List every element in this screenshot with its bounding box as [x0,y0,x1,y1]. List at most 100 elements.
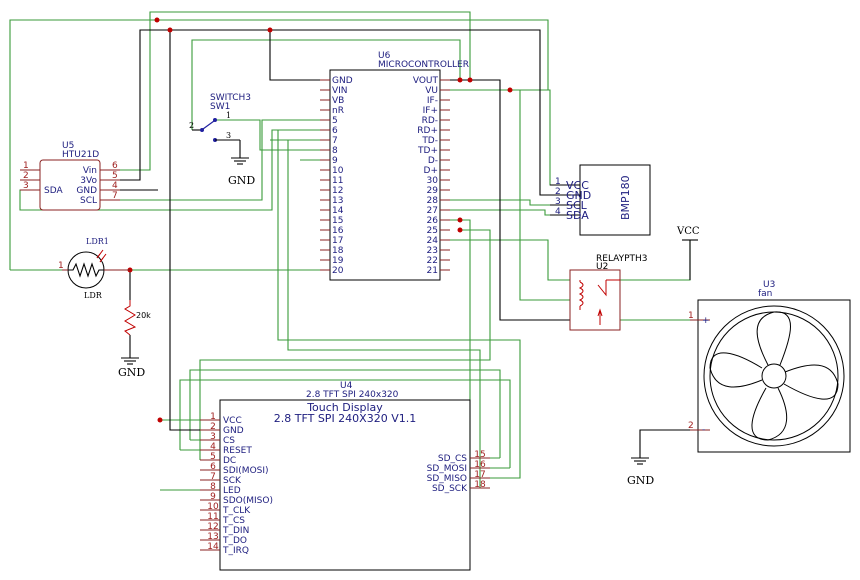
bmp-pin-scl: SCL [566,199,588,212]
u4-pin-sd-sck: SD_SCK [432,484,468,494]
u5-pin-vin: Vin [83,166,97,176]
fan-pin2-sign: - [702,425,705,435]
u4-pin-num-18: 18 [474,480,486,490]
u6-ref: U6 [378,51,391,61]
u5-pin-gnd: GND [76,186,97,196]
u6-name: MICROCONTROLLER [378,60,469,70]
u6-pin-26: 26 [427,216,439,226]
u4-pin-num-11: 11 [207,512,218,522]
u4-pin-sd-miso: SD_MISO [427,474,467,484]
u6-pin-11: 11 [332,176,343,186]
u5-name: HTU21D [62,150,99,160]
fan-pin2: 2 [688,421,694,431]
u6-pin-17: 17 [332,236,343,246]
u4-pin-num-4: 4 [210,442,216,452]
u4-name: 2.8 TFT SPI 240x320 [306,390,399,400]
ground-symbol [121,357,139,365]
ground-symbol [631,457,649,465]
u5-pin2-num: 2 [23,171,29,181]
u4-pin-vcc: VCC [223,416,242,426]
u4-pin-t-cs: T_CS [222,516,245,526]
sw1-name: SW1 [210,102,230,112]
u6-pin-13: 13 [332,196,343,206]
u6-pin-30: 30 [427,176,439,186]
u6-pin-27: 27 [427,206,438,216]
u6-pin-ifx: IF- [427,96,438,106]
u5-pin-num-5: 5 [112,171,118,181]
u6-pin-vb: VB [332,96,344,106]
sw1-pin2: 2 [189,121,194,130]
bmp-name: BMP180 [619,175,632,220]
u4-pin-num-8: 8 [210,482,216,492]
u4-pin-sd-mosi: SD_MOSI [427,464,467,474]
u6-pin-vu: VU [425,86,438,96]
u6-pin-12: 12 [332,186,343,196]
u6-pin-dx: D+ [424,166,438,176]
relay-ref: U2 [596,262,608,272]
sw1-pin3: 3 [226,131,231,140]
u6-pin-29: 29 [427,186,439,196]
bmp-pin-num-2: 2 [555,187,561,197]
sw1-gnd-label: GND [228,174,255,187]
u4-pin-sck: SCK [223,476,242,486]
u6-pin-vout: VOUT [413,76,439,86]
u4-pin-num-15: 15 [474,450,485,460]
u4-pin-num-9: 9 [210,492,216,502]
u6-pin-28: 28 [427,196,439,206]
u4-pin-dc: DC [223,456,236,466]
u4-pin-num-17: 17 [474,470,485,480]
ldr-sensor: LDR1 1 LDR [58,237,130,300]
ldr-ref: LDR1 [86,237,109,246]
u4-touch-display: U4 2.8 TFT SPI 240x320 Touch Display 2.8… [200,381,490,571]
u4-pin-led: LED [223,486,241,496]
u6-pin-tdx: TD+ [417,146,438,156]
u6-pin-23: 23 [427,246,438,256]
u6-pin-16: 16 [332,226,344,236]
ldr-pin: 1 [58,261,64,271]
bmp-pin-num-3: 3 [555,197,561,207]
u6-pin-vin: VIN [332,86,348,96]
u6-pin-dx: D- [428,156,438,166]
sw1-switch: SWITCH3 SW1 2 1 3 GND [189,93,255,187]
u6-pin-rdx: RD+ [417,126,438,136]
u6-pin-19: 19 [332,256,344,266]
sw1-pin1: 1 [226,111,231,120]
resistor-20k: 20k GND [118,300,151,379]
u6-pin-gnd: GND [332,76,353,86]
u6-pin-21: 21 [427,266,438,276]
u6-pin-7: 7 [332,136,338,146]
u5-pin3-num: 3 [23,181,29,191]
u5-pin-num-7: 7 [112,191,118,201]
bmp-pin-sda: SDA [566,209,589,222]
u6-pin-5: 5 [332,116,338,126]
fan-name: fan [758,289,772,299]
u6-pin-6: 6 [332,126,338,136]
u5-pin-scl: SCL [80,196,97,206]
resistor-value: 20k [136,311,151,320]
u6-pin-22: 22 [427,256,438,266]
u4-pin-sd-cs: SD_CS [438,454,467,464]
u4-pin-num-16: 16 [474,460,486,470]
u4-pin-num-13: 13 [207,532,218,542]
u4-pin-num-2: 2 [210,422,216,432]
u4-pin-t-irq: T_IRQ [222,546,249,556]
relay-name: RELAYPTH3 [596,254,648,264]
bmp-pin-num-4: 4 [555,207,561,217]
u5-pin1-num: 1 [23,161,29,171]
u4-title1: Touch Display [306,401,383,414]
u4-pin-gnd: GND [223,426,244,436]
u5-sda-label: SDA [44,186,63,196]
fan-u3: U3 fan 1 + 2 - GND [627,280,851,487]
u4-pin-t-din: T_DIN [222,526,249,536]
u6-pin-15: 15 [332,216,343,226]
u6-pin-20: 20 [332,266,344,276]
u4-pin-num-3: 3 [210,432,216,442]
u6-pin-rdx: RD- [422,116,438,126]
u5-pin-num-4: 4 [112,181,118,191]
ldr-name: LDR [84,291,103,300]
u4-pin-num-6: 6 [210,462,216,472]
